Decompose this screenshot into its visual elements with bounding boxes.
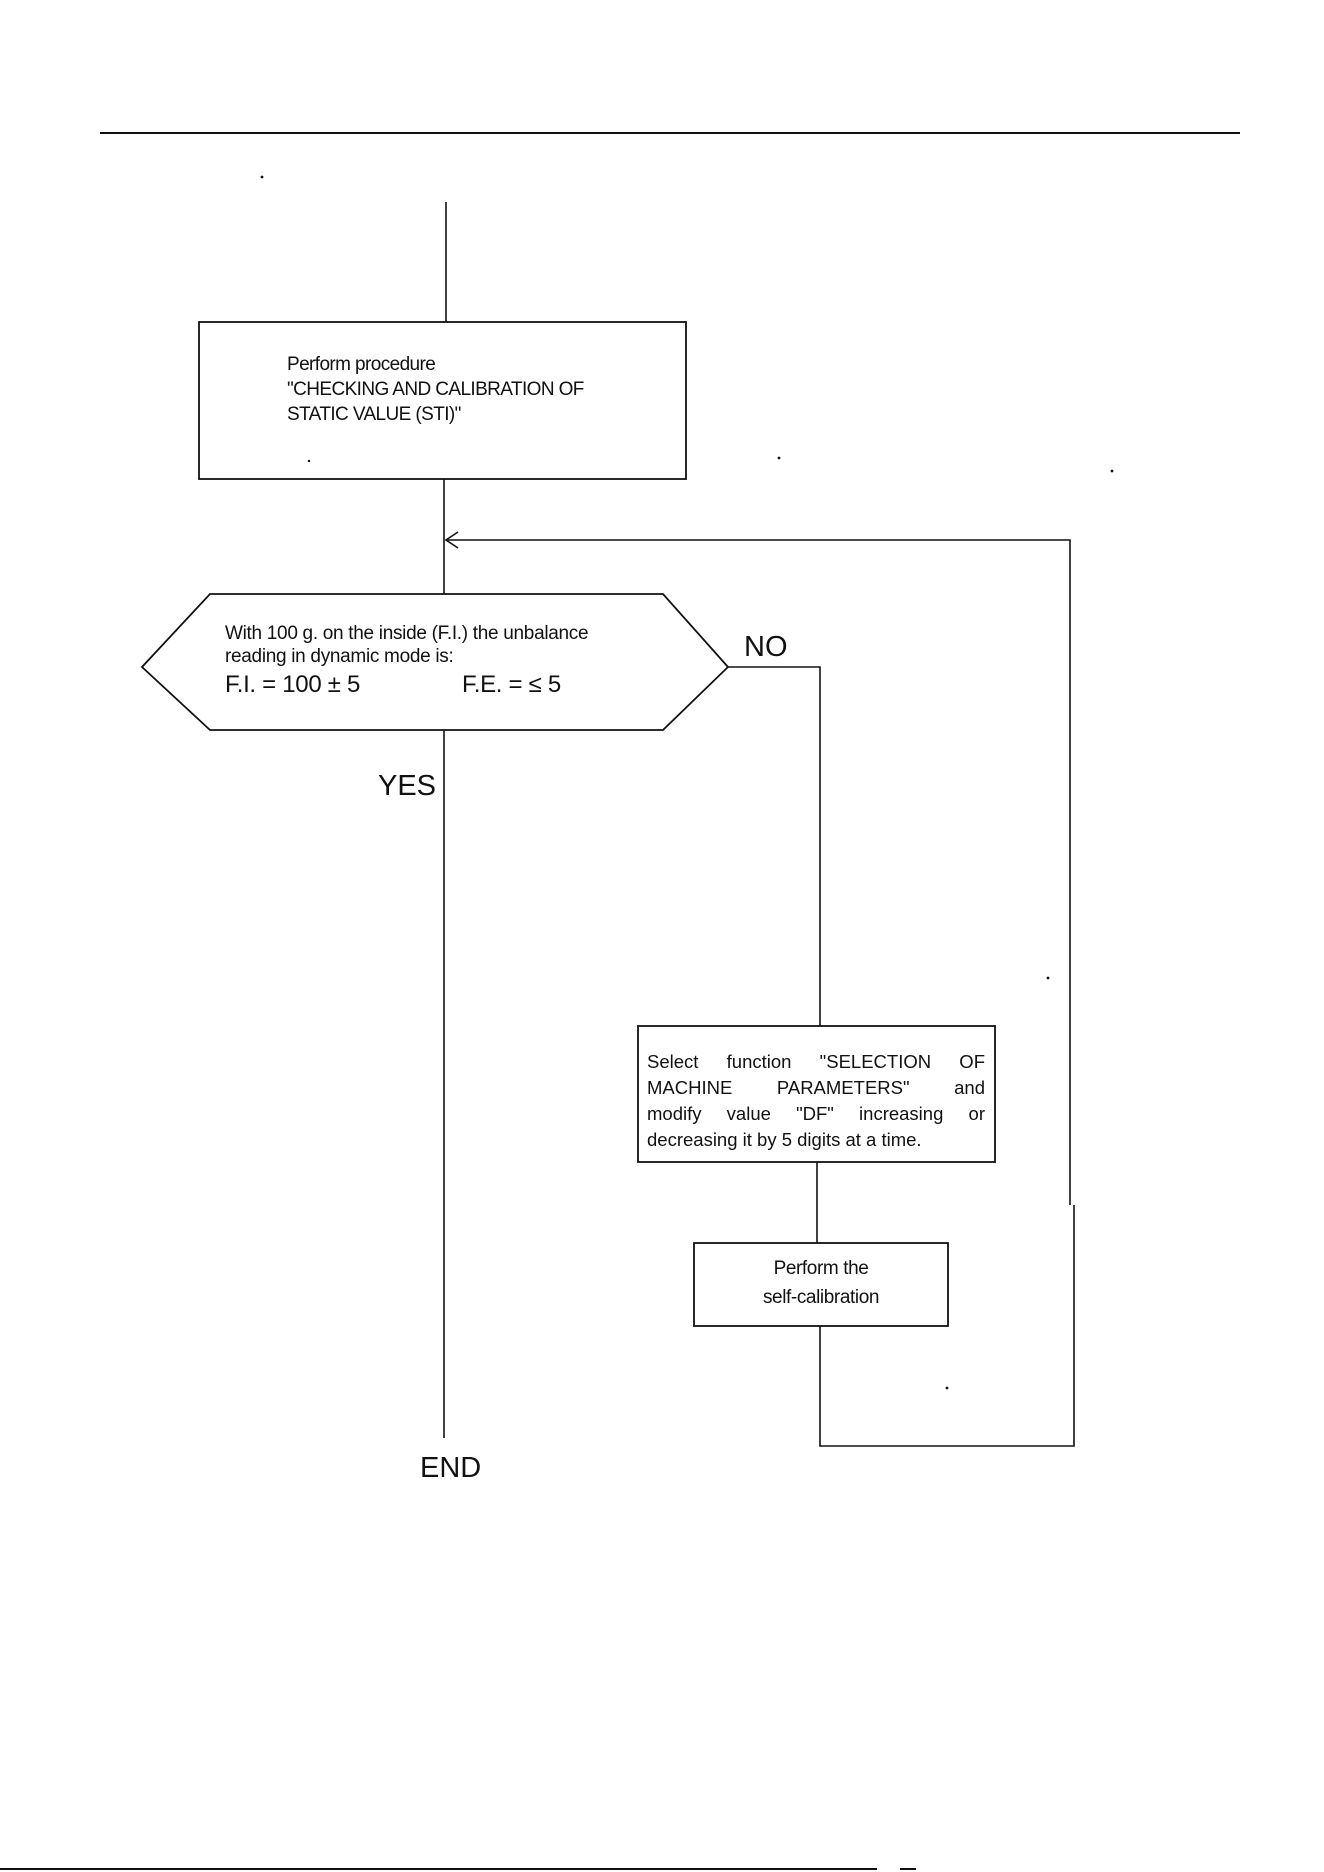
perform-sti-box [198, 321, 687, 480]
select-function-line: Select function "SELECTION OF [647, 1051, 985, 1072]
select-function-box [637, 1025, 996, 1163]
scan-speck [307, 459, 311, 463]
end-label: END [420, 1452, 482, 1484]
loop-return-line [446, 539, 1071, 1205]
formula-fe: F.E. = ≤ 5 [462, 671, 561, 698]
scan-speck [260, 175, 264, 179]
self-calibration-line: self-calibration [762, 1287, 880, 1308]
loop-bottom-line [819, 1205, 1075, 1447]
self-calibration-line: Perform the [773, 1258, 869, 1279]
select-function-line: modify value "DF" increasing or [647, 1103, 985, 1124]
decision-formula-row: F.I. = 100 ± 5 F.E. = ≤ 5 [225, 670, 588, 700]
select-function-text: Select function "SELECTION OF MACHINE PA… [647, 1049, 985, 1153]
scan-speck [777, 456, 781, 460]
perform-sti-text: Perform procedure "CHECKING AND CALIBRAT… [287, 352, 584, 427]
perform-sti-line: Perform procedure [287, 354, 436, 375]
no-label: NO [744, 631, 788, 663]
no-branch-line [728, 666, 821, 1026]
self-calibration-text: Perform the self-calibration [694, 1254, 948, 1312]
decision-line: With 100 g. on the inside (F.I.) the unb… [225, 623, 589, 644]
decision-text: With 100 g. on the inside (F.I.) the unb… [225, 622, 589, 700]
self-calibration-box [693, 1242, 949, 1327]
decision-hexagon [140, 593, 730, 731]
decision-line: reading in dynamic mode is: [225, 646, 454, 667]
perform-sti-line: STATIC VALUE (STI)" [287, 404, 461, 425]
select-function-line: decreasing it by 5 digits at a time. [647, 1129, 922, 1150]
scan-speck [945, 1386, 949, 1390]
select-function-line: MACHINE PARAMETERS" and [647, 1077, 985, 1098]
scan-speck [1110, 469, 1114, 473]
perform-sti-line: "CHECKING AND CALIBRATION OF [287, 379, 584, 400]
yes-label: YES [378, 770, 437, 802]
loop-arrow-icon [444, 531, 459, 549]
formula-fi: F.I. = 100 ± 5 [225, 671, 361, 698]
scan-speck [1046, 976, 1050, 980]
